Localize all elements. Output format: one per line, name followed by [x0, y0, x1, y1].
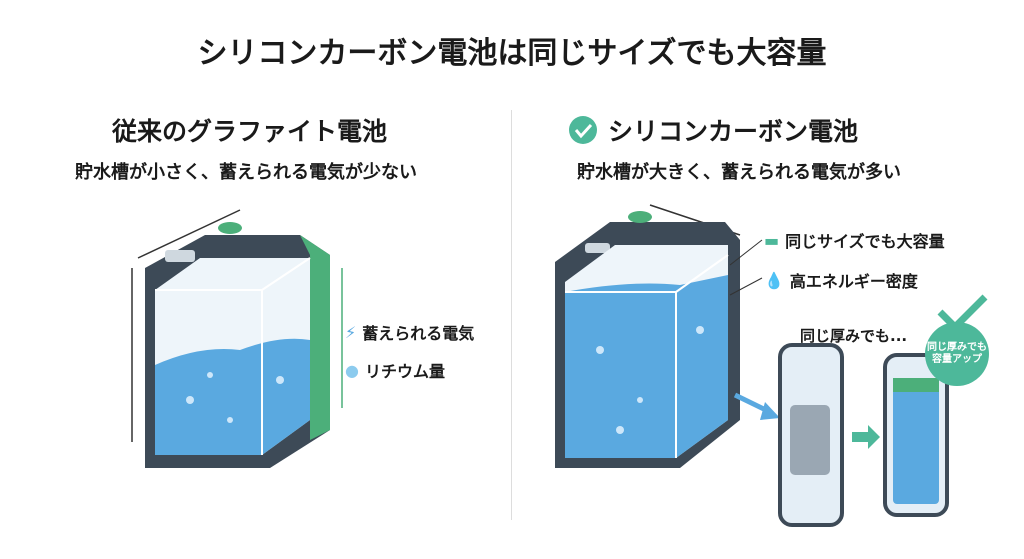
label-stored-electricity: ⚡蓄えられる電気 — [345, 322, 475, 344]
capacity-up-badge: 同じ厚みでも容量アップ — [925, 322, 989, 386]
silicon-carbon-battery-illustration — [555, 204, 780, 468]
phone-caption: 同じ厚みでも... — [800, 327, 908, 345]
label-lithium-amount: ●リチウム量 — [345, 360, 445, 382]
lightning-icon: ⚡ — [345, 322, 357, 342]
graphite-battery-illustration — [131, 209, 343, 468]
divider — [511, 110, 512, 520]
dot-icon: ● — [345, 360, 359, 380]
page-title: シリコンカーボン電池は同じサイズでも大容量 — [197, 36, 827, 71]
graphite-heading: 従来のグラファイト電池 — [112, 117, 388, 146]
droplet-icon: 💧 — [764, 270, 784, 290]
label-same-size-capacity: ▬同じサイズでも大容量 — [764, 230, 945, 252]
graphite-subheading: 貯水槽が小さく、蓄えられる電気が少ない — [75, 162, 417, 183]
phone-comparison-illustration — [778, 294, 988, 527]
silicon-subheading: 貯水槽が大きく、蓄えられる電気が多い — [577, 162, 901, 183]
label-energy-density: 💧高エネルギー密度 — [764, 270, 918, 292]
silicon-heading: シリコンカーボン電池 — [608, 117, 859, 146]
battery-icon: ▬ — [764, 230, 780, 250]
check-circle-icon — [569, 116, 597, 144]
